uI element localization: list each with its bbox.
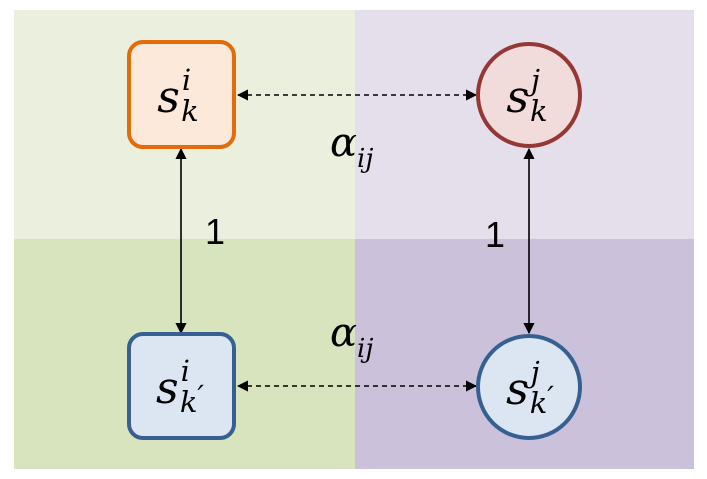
- node-top-left-shape: [127, 40, 236, 149]
- edge-label-weight-right: 1: [485, 214, 505, 255]
- node-top-right-shape: [476, 42, 582, 148]
- edge-label-alpha-bottom: αij: [330, 310, 373, 364]
- node-bottom-left-shape: [127, 332, 236, 440]
- edge-label-alpha-top: αij: [330, 120, 373, 174]
- edge-label-weight-left: 1: [205, 211, 225, 252]
- node-bottom-right-shape: [476, 334, 582, 440]
